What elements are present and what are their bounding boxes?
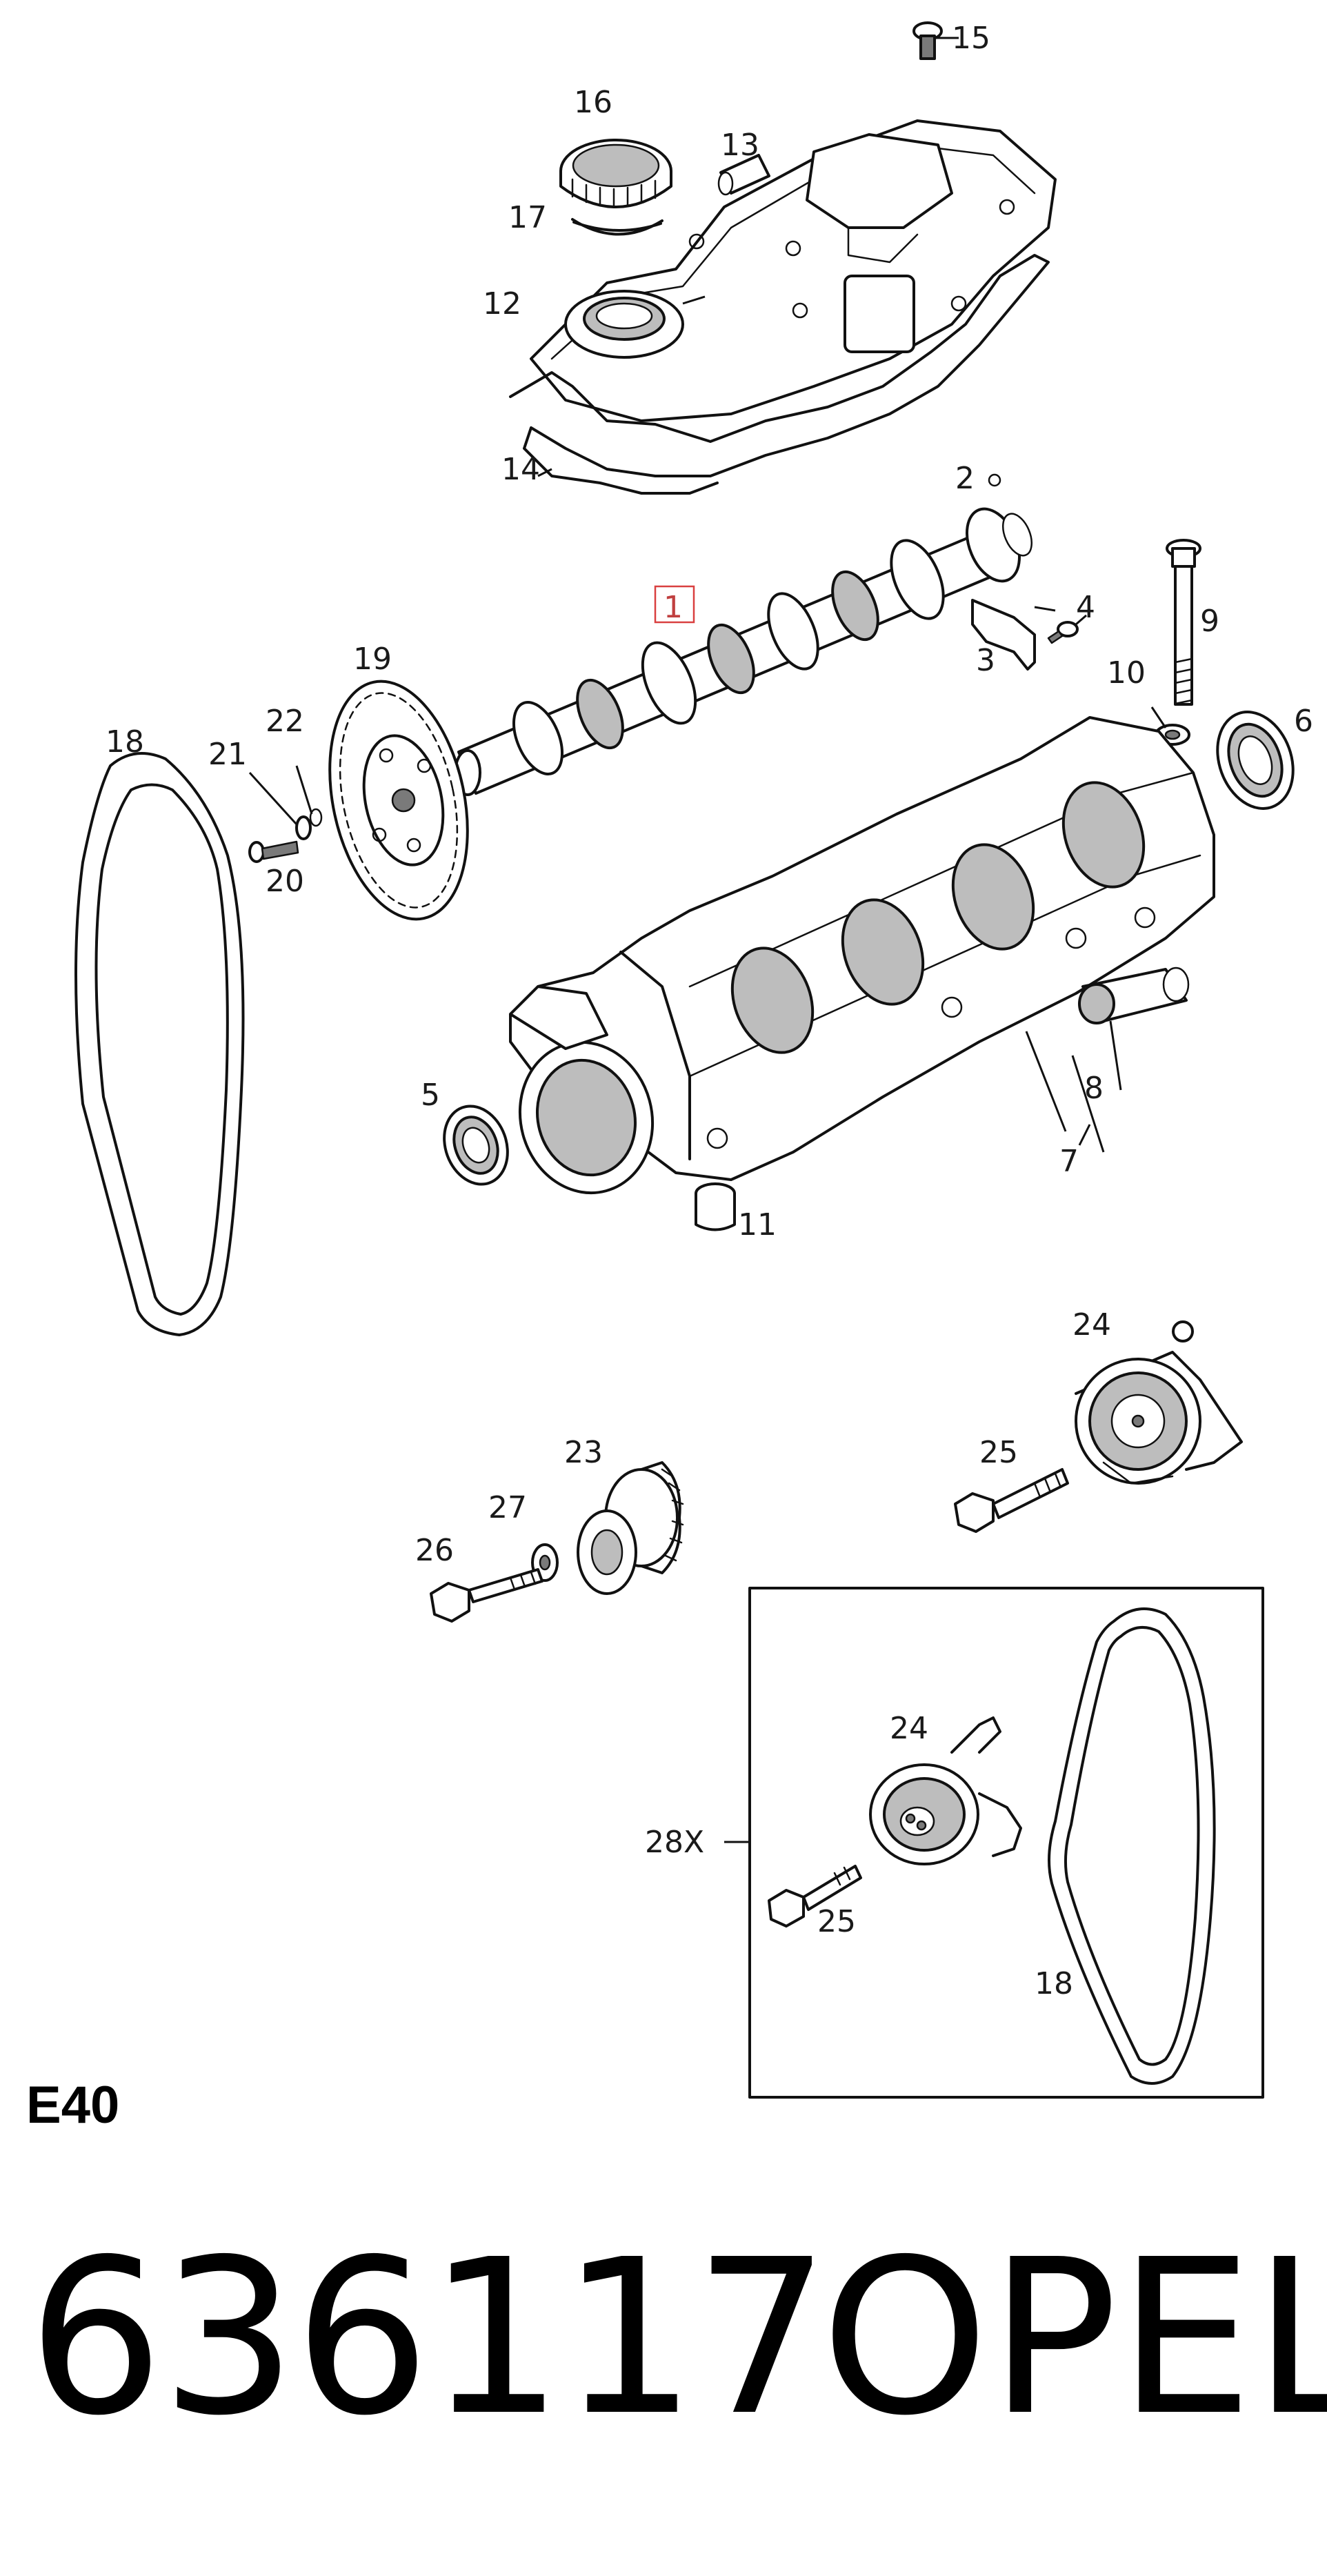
callout-3: 3 xyxy=(976,643,995,678)
callout-15: 15 xyxy=(952,21,990,56)
callout-14: 14 xyxy=(501,452,540,487)
section-code: E40 xyxy=(26,2076,120,2134)
camshaft-housing xyxy=(509,716,1215,1195)
camshaft xyxy=(454,507,1033,796)
inset-timing-belt xyxy=(1048,1607,1216,2085)
callout-18: 18 xyxy=(106,724,144,760)
callout-28x: 28X xyxy=(645,1825,704,1860)
thrust-plate xyxy=(971,599,1036,671)
camshaft-sprocket xyxy=(328,680,469,921)
inset-kit-box xyxy=(724,1587,1264,2099)
sprocket-washer xyxy=(295,815,312,840)
callout-11: 11 xyxy=(738,1207,777,1242)
inset-tensioner xyxy=(869,1716,1022,1865)
callout-4: 4 xyxy=(1076,590,1095,625)
callout-23: 23 xyxy=(564,1435,603,1470)
callout-1-box xyxy=(654,585,695,624)
callout-8: 8 xyxy=(1084,1071,1104,1106)
callout-26: 26 xyxy=(415,1533,454,1568)
brand-label: OPEL xyxy=(821,2214,1327,2463)
callout-7: 7 xyxy=(1059,1144,1079,1179)
crankshaft-sprocket xyxy=(577,1461,684,1595)
callout-25: 25 xyxy=(979,1435,1018,1470)
callout-12: 12 xyxy=(483,286,521,321)
inset-callout-18: 18 xyxy=(1035,1966,1073,2001)
inset-callout-24: 24 xyxy=(890,1711,928,1746)
callout-21: 21 xyxy=(208,737,247,772)
tensioner-bolt xyxy=(954,1468,1069,1533)
callout-1: 1 xyxy=(664,590,683,625)
timing-belt xyxy=(74,752,245,1336)
breather-hose xyxy=(717,154,770,196)
callout-20: 20 xyxy=(266,864,304,899)
callout-17: 17 xyxy=(508,200,547,235)
camshaft-oil-seal-rear xyxy=(1216,711,1295,810)
callout-16: 16 xyxy=(574,85,612,120)
cap-plug xyxy=(695,1182,736,1231)
callout-10: 10 xyxy=(1107,655,1146,691)
callout-22: 22 xyxy=(266,704,304,739)
callout-13: 13 xyxy=(721,128,759,163)
camshaft-oil-seal-front xyxy=(443,1104,509,1186)
callout-2: 2 xyxy=(955,461,975,496)
callout-27: 27 xyxy=(488,1490,527,1525)
sprocket-bolt xyxy=(248,840,299,863)
callout-5: 5 xyxy=(421,1078,440,1113)
callout-6: 6 xyxy=(1294,704,1313,739)
oil-filler-cap xyxy=(559,139,672,208)
housing-plug xyxy=(1078,967,1190,1024)
thrust-plate-bolt xyxy=(1047,621,1079,644)
cap-seal-ring xyxy=(571,218,664,236)
belt-tensioner xyxy=(1075,1320,1243,1485)
dowel-pin xyxy=(309,808,323,827)
inset-tensioner-bolt xyxy=(768,1865,862,1928)
callout-24: 24 xyxy=(1072,1307,1111,1343)
callout-19: 19 xyxy=(353,642,392,677)
crankshaft-bolt xyxy=(430,1568,543,1623)
cylinder-head-cover xyxy=(530,119,1057,422)
plug xyxy=(988,473,1001,487)
cover-gasket xyxy=(509,254,1050,495)
leader-lines xyxy=(248,37,1167,1153)
cover-bolt xyxy=(912,21,943,60)
head-bolt xyxy=(1166,539,1201,706)
inset-callout-25: 25 xyxy=(817,1904,856,1939)
part-number: 636117 xyxy=(28,2214,830,2463)
callout-9: 9 xyxy=(1200,604,1219,639)
